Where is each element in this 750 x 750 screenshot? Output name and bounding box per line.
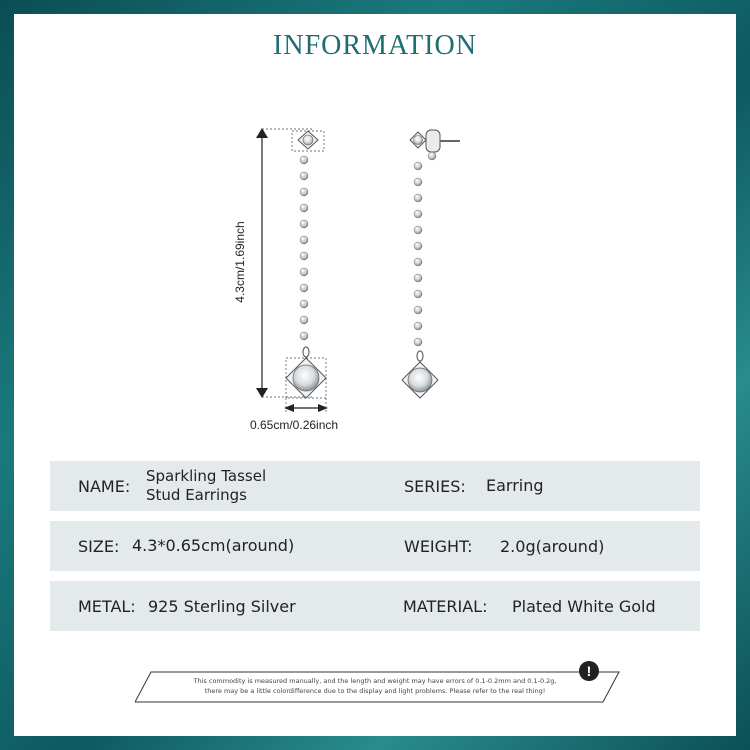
- material-value: Plated White Gold: [512, 597, 656, 616]
- name-value-line1: Sparkling Tassel: [146, 467, 267, 485]
- page-title: INFORMATION: [273, 30, 477, 61]
- weight-label: WEIGHT:: [404, 537, 473, 556]
- metal-label: METAL:: [78, 597, 136, 616]
- disclaimer-frame: [135, 671, 620, 703]
- name-value: Sparkling Tassel Stud Earrings: [146, 467, 306, 505]
- disclaimer-line1: This commodity is measured manually, and…: [193, 677, 557, 685]
- right-pendant: [401, 361, 439, 399]
- spec-row-metal-material: METAL: 925 Sterling Silver MATERIAL: Pla…: [50, 581, 700, 631]
- series-label: SERIES:: [404, 477, 466, 496]
- width-dimension-label: 0.65cm/0.26inch: [250, 418, 339, 432]
- name-label: NAME:: [78, 477, 131, 496]
- length-dimension-label: 4.3cm/1.69inch: [233, 221, 247, 303]
- material-label: MATERIAL:: [403, 597, 488, 616]
- disclaimer-text: This commodity is measured manually, and…: [165, 676, 585, 696]
- metal-value: 925 Sterling Silver: [148, 597, 296, 616]
- left-stud: [291, 130, 325, 152]
- disclaimer-box: This commodity is measured manually, and…: [135, 671, 620, 703]
- exclamation-icon: !: [579, 661, 599, 681]
- left-chain: [299, 155, 310, 358]
- series-value: Earring: [486, 476, 544, 495]
- spec-row-size-weight: SIZE: 4.3*0.65cm(around) WEIGHT: 2.0g(ar…: [50, 521, 700, 571]
- disclaimer-line2: there may be a little colordifference du…: [204, 687, 546, 695]
- name-value-line2: Stud Earrings: [146, 486, 247, 504]
- earrings-illustration: [256, 128, 460, 414]
- weight-value: 2.0g(around): [500, 537, 605, 556]
- left-pendant: [285, 357, 327, 399]
- size-value: 4.3*0.65cm(around): [132, 536, 295, 555]
- right-stud: [409, 129, 460, 161]
- spec-row-name-series: NAME: Sparkling Tassel Stud Earrings SER…: [50, 461, 700, 511]
- size-label: SIZE:: [78, 537, 120, 556]
- right-chain: [413, 161, 424, 362]
